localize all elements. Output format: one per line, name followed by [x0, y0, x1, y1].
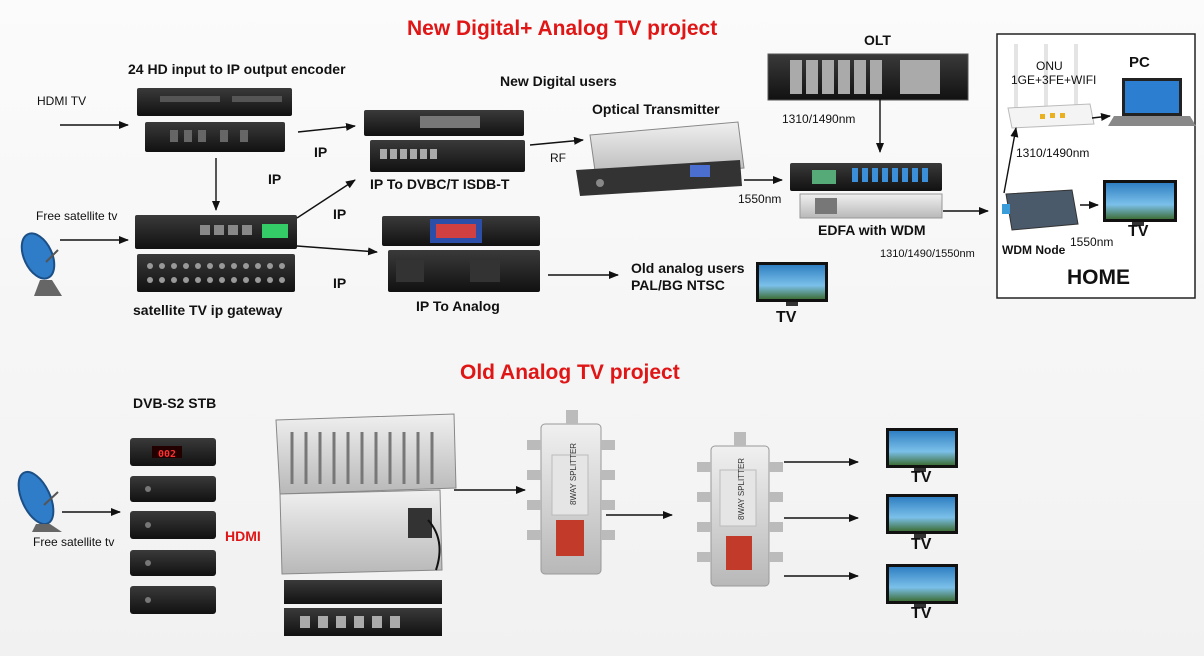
tv-label: TV — [911, 469, 932, 486]
tv-label: TV — [776, 309, 797, 326]
tv-label: TV — [1128, 223, 1149, 240]
onu-label: ONU — [1036, 59, 1063, 73]
set-top-box-icon — [130, 476, 216, 502]
wdm-node-label: WDM Node — [1002, 243, 1066, 257]
encoder-device — [137, 88, 292, 152]
satellite-gateway-device — [135, 215, 297, 292]
ip-to-dvbc-label: IP To DVBC/T ISDB-T — [370, 176, 510, 192]
splitter-label: 8WAY SPLITTER — [569, 442, 578, 505]
satellite-dish-icon — [20, 232, 62, 296]
free-satellite-label: Free satellite tv — [33, 535, 115, 549]
tv-icon — [756, 262, 828, 306]
wavelength-1550-label: 1550nm — [738, 192, 782, 206]
ip-to-analog-label: IP To Analog — [416, 298, 500, 314]
triple-wavelength-label: 1310/1490/1550nm — [880, 248, 975, 260]
set-top-box-icon — [130, 511, 216, 539]
analog-standard-label: PAL/BG NTSC — [631, 277, 725, 293]
splitter-label: 8WAY SPLITTER — [737, 457, 746, 520]
sat-gateway-label: satellite TV ip gateway — [133, 302, 283, 318]
ip-to-dvbc-device — [364, 110, 525, 172]
home-label: HOME — [1067, 266, 1130, 289]
set-top-box-icon — [130, 438, 216, 466]
olt-wavelength-label: 1310/1490nm — [782, 112, 856, 126]
olt-device — [767, 53, 969, 101]
splitter-icon — [697, 432, 783, 587]
home-wavelength-label: 1310/1490nm — [1016, 146, 1090, 160]
hdmi-tv-label: HDMI TV — [37, 94, 87, 108]
old-analog-users-label: Old analog users — [631, 260, 745, 276]
rf-label: RF — [550, 151, 566, 165]
ip-label: IP — [268, 171, 282, 187]
tv-icon — [886, 428, 958, 472]
hdmi-label: HDMI — [225, 528, 261, 544]
free-satellite-label: Free satellite tv — [36, 209, 118, 223]
router-icon — [1007, 44, 1095, 129]
home-1550-label: 1550nm — [1070, 235, 1114, 249]
set-top-box-icon — [130, 550, 216, 576]
edfa-device — [790, 163, 943, 219]
ip-label: IP — [314, 144, 328, 160]
optical-transmitter-device — [576, 121, 745, 196]
tv-label: TV — [911, 536, 932, 553]
splitter-icon — [527, 410, 615, 575]
pc-label: PC — [1129, 54, 1150, 71]
ip-label: IP — [333, 275, 347, 291]
onu-spec-label: 1GE+3FE+WIFI — [1011, 73, 1097, 87]
new-digital-users-label: New Digital users — [500, 73, 617, 89]
analog-modulator-rack — [275, 413, 457, 636]
ip-label: IP — [333, 206, 347, 222]
tv-icon — [886, 494, 958, 538]
dvbs2-stb-label: DVB-S2 STB — [133, 395, 217, 411]
set-top-box-icon — [130, 586, 216, 614]
laptop-icon — [1108, 78, 1196, 126]
encoder-label: 24 HD input to IP output encoder — [128, 61, 346, 77]
edfa-label: EDFA with WDM — [818, 222, 926, 238]
stb-display: 002 — [158, 449, 177, 460]
wdm-node-device — [1002, 189, 1079, 231]
flow-arrows — [60, 98, 1111, 580]
tv-label: TV — [911, 605, 932, 622]
tv-icon — [1103, 180, 1177, 226]
bottom-title: Old Analog TV project — [460, 361, 680, 384]
olt-label: OLT — [864, 32, 891, 48]
top-title: New Digital+ Analog TV project — [407, 17, 718, 40]
tv-icon — [886, 564, 958, 608]
ip-to-analog-device — [382, 216, 540, 292]
satellite-dish-icon — [17, 470, 62, 532]
optical-transmitter-label: Optical Transmitter — [592, 101, 720, 117]
